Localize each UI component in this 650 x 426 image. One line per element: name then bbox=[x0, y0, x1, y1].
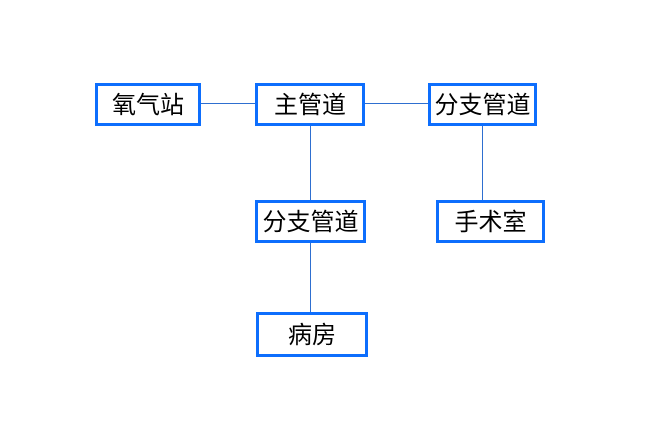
node-operating-room-label: 手术室 bbox=[454, 207, 527, 236]
node-ward-label: 病房 bbox=[288, 320, 336, 349]
connector-main-pipeline-to-branch-pipeline-right bbox=[365, 103, 428, 104]
node-oxygen-station-label: 氧气站 bbox=[112, 90, 184, 119]
node-ward: 病房 bbox=[256, 312, 368, 357]
connector-branch-pipeline-center-to-ward bbox=[310, 243, 311, 312]
node-branch-pipeline-right-label: 分支管道 bbox=[434, 90, 531, 119]
node-branch-pipeline-center: 分支管道 bbox=[255, 200, 366, 243]
node-branch-pipeline-right: 分支管道 bbox=[428, 83, 537, 126]
node-main-pipeline: 主管道 bbox=[255, 83, 365, 126]
node-oxygen-station: 氧气站 bbox=[95, 83, 201, 126]
connector-branch-pipeline-right-to-operating-room bbox=[482, 126, 483, 200]
connector-main-pipeline-to-branch-pipeline-center bbox=[310, 126, 311, 200]
node-main-pipeline-label: 主管道 bbox=[274, 90, 346, 119]
node-branch-pipeline-center-label: 分支管道 bbox=[262, 207, 359, 236]
connector-oxygen-station-to-main-pipeline bbox=[201, 103, 255, 104]
node-operating-room: 手术室 bbox=[436, 200, 545, 243]
